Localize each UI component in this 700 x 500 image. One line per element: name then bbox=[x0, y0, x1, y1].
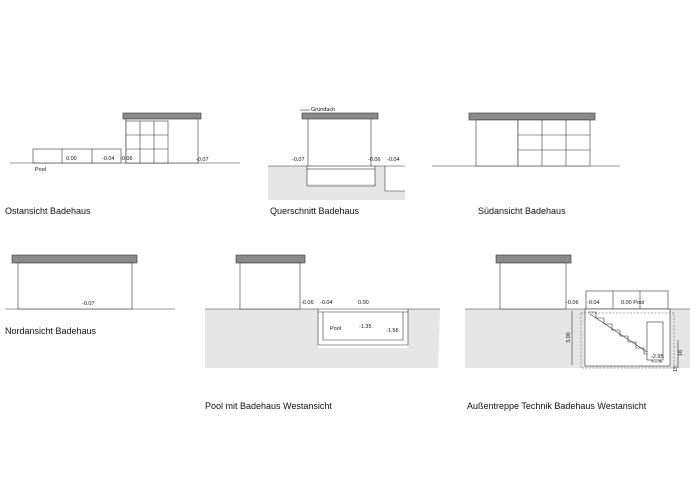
ground bbox=[205, 309, 440, 368]
drawing-pool-westansicht: -0.06 -0.04 0.00 Pool -1.35 -1.56 Pool m… bbox=[205, 254, 440, 411]
level-label: -0.04 bbox=[587, 300, 600, 306]
caption-suedansicht: Südansicht Badehaus bbox=[478, 206, 566, 216]
green-roof bbox=[301, 112, 379, 120]
roof bbox=[495, 254, 572, 264]
floor-slab bbox=[306, 165, 376, 170]
bathhouse-north-facade bbox=[17, 262, 133, 310]
level-label: -0.04 bbox=[387, 157, 400, 163]
roof bbox=[468, 112, 596, 121]
level-label: -0.04 bbox=[320, 300, 333, 306]
level-label: 0.00 bbox=[66, 156, 77, 162]
level-label: 0.00 Pool bbox=[621, 300, 644, 306]
level-label: -0.07 bbox=[196, 157, 209, 163]
caption-aussentreppe-westansicht: Außentreppe Technik Badehaus Westansicht bbox=[467, 401, 647, 411]
level-label: -2.95 bbox=[651, 354, 664, 360]
level-label: -0.07 bbox=[82, 301, 95, 307]
caption-pool-westansicht: Pool mit Badehaus Westansicht bbox=[205, 401, 332, 411]
level-label: -0.04 bbox=[102, 156, 115, 162]
roof bbox=[235, 254, 306, 264]
excavation-outline bbox=[580, 312, 675, 369]
roof bbox=[122, 112, 202, 120]
dimension-label: 16 bbox=[678, 350, 684, 356]
bathhouse-east-facade bbox=[125, 118, 199, 164]
stairs bbox=[588, 311, 662, 363]
drawing-aussentreppe-westansicht: -0.06 -0.04 0.00 Pool 3.00 -2.95 15 16 A… bbox=[465, 254, 690, 411]
drawing-suedansicht: Südansicht Badehaus bbox=[432, 112, 620, 216]
pool-label: Pool bbox=[35, 167, 46, 173]
roof-label: Gründach bbox=[311, 107, 335, 113]
level-label: -0.06 bbox=[301, 300, 314, 306]
level-label: -0.06 bbox=[566, 300, 579, 306]
drawing-querschnitt: Gründach -0.07 -0.06 -0.04 Querschnitt B… bbox=[268, 107, 405, 216]
level-label: -0.06 bbox=[368, 157, 381, 163]
roof bbox=[11, 254, 138, 264]
caption-nordansicht: Nordansicht Badehaus bbox=[5, 326, 97, 336]
ground bbox=[465, 309, 690, 368]
pool-fence bbox=[585, 290, 669, 310]
technik-door bbox=[646, 321, 664, 361]
level-label: -1.35 bbox=[359, 324, 372, 330]
pool-edge-section bbox=[384, 166, 405, 192]
caption-querschnitt: Querschnitt Badehaus bbox=[270, 206, 360, 216]
drawing-ostansicht: 0.00 -0.04 -0.06 -0.07 Pool Ostansicht B… bbox=[5, 112, 240, 216]
pool-fence bbox=[32, 148, 122, 164]
level-label: -0.06 bbox=[120, 156, 133, 162]
bathhouse-south-facade bbox=[475, 119, 591, 167]
bathhouse-west-facade bbox=[239, 262, 301, 310]
ground bbox=[268, 166, 405, 200]
dimension-label: 15 bbox=[673, 366, 679, 372]
height-dimension: 3.00 bbox=[566, 332, 572, 343]
bathhouse-west-facade bbox=[499, 262, 567, 310]
level-label: -1.56 bbox=[386, 328, 399, 334]
level-label: -0.07 bbox=[292, 157, 305, 163]
foundation bbox=[306, 169, 376, 187]
pool-basin bbox=[317, 309, 409, 346]
drawing-nordansicht: -0.07 Nordansicht Badehaus bbox=[5, 254, 175, 336]
caption-ostansicht: Ostansicht Badehaus bbox=[5, 206, 91, 216]
level-label: 0.00 bbox=[358, 300, 369, 306]
pool-label: Pool bbox=[330, 326, 341, 332]
